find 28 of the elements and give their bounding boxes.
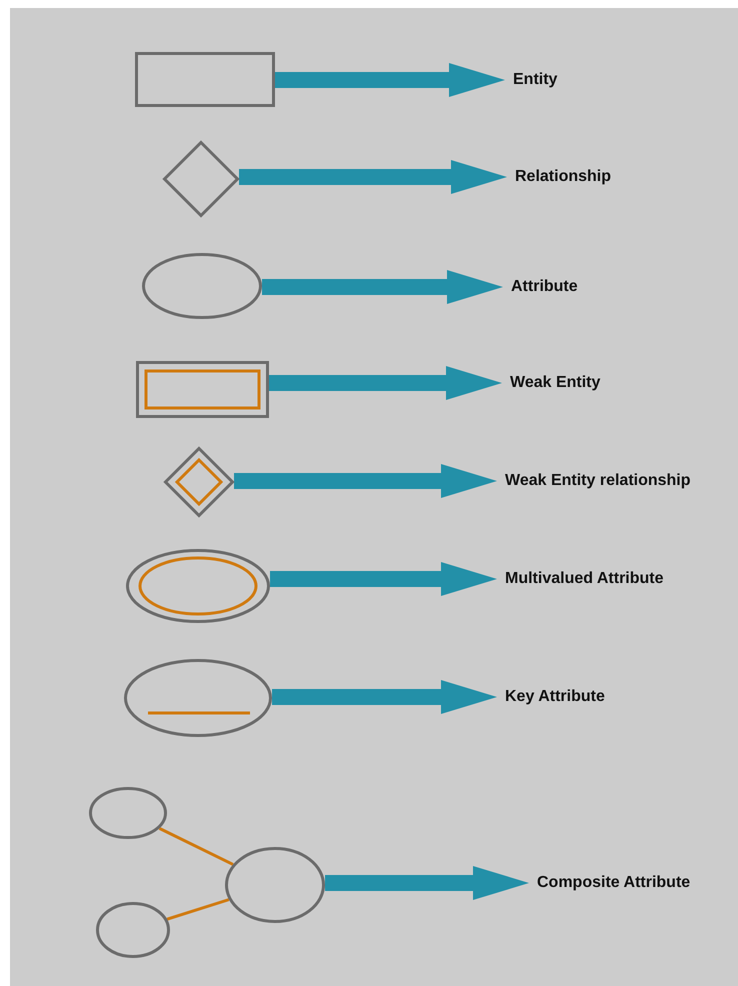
sub-attribute-ellipse bbox=[96, 902, 170, 958]
weak-entity-double-rectangle bbox=[136, 361, 269, 418]
block-arrow bbox=[325, 866, 529, 900]
block-arrow bbox=[272, 680, 497, 714]
composite-attribute-ellipse bbox=[225, 847, 325, 923]
symbol-label: Multivalued Attribute bbox=[505, 569, 664, 589]
connector-line bbox=[166, 898, 230, 921]
block-arrow bbox=[270, 562, 497, 596]
block-arrow bbox=[269, 366, 502, 400]
key-attribute-ellipse bbox=[124, 659, 272, 737]
relationship-diamond bbox=[163, 141, 239, 217]
entity-rectangle bbox=[135, 52, 275, 107]
weak-relationship-double-diamond bbox=[164, 447, 234, 517]
symbol-label: Key Attribute bbox=[505, 687, 605, 707]
symbol-label: Attribute bbox=[511, 277, 578, 297]
symbol-label: Entity bbox=[513, 70, 558, 90]
block-arrow bbox=[239, 160, 507, 194]
multivalued-double-ellipse bbox=[126, 549, 270, 623]
attribute-ellipse bbox=[142, 253, 262, 319]
block-arrow bbox=[275, 63, 505, 97]
symbol-label: Relationship bbox=[515, 167, 612, 187]
symbol-label: Composite Attribute bbox=[537, 873, 690, 893]
connector-line bbox=[158, 827, 234, 866]
symbol-label: Weak Entity bbox=[510, 373, 600, 393]
block-arrow bbox=[234, 464, 497, 498]
sub-attribute-ellipse bbox=[89, 787, 167, 839]
symbol-label: Weak Entity relationship bbox=[505, 471, 691, 491]
block-arrow bbox=[262, 270, 503, 304]
